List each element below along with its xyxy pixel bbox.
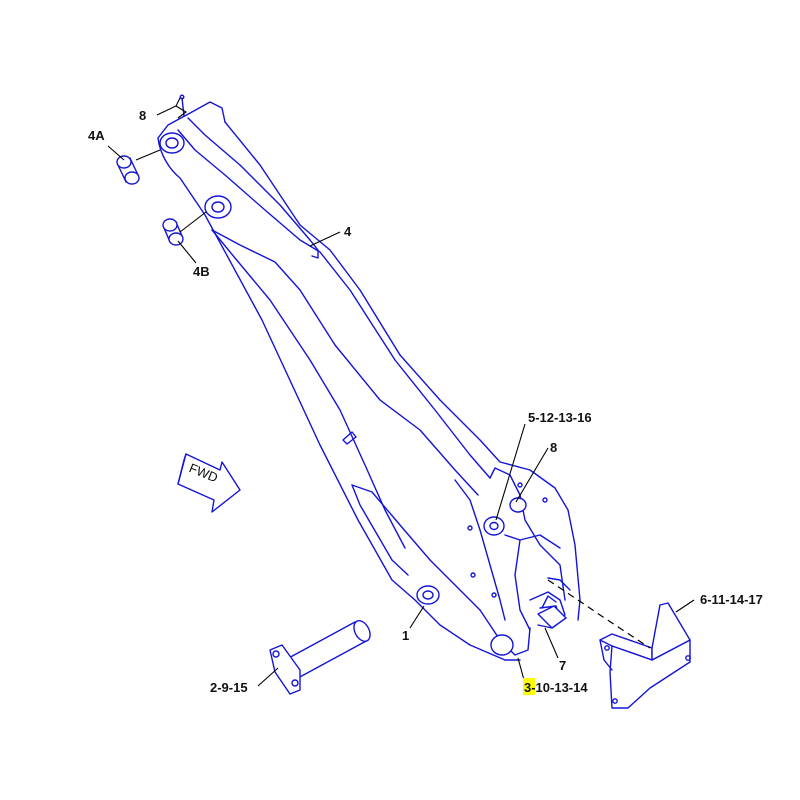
bracket-7: [537, 595, 567, 629]
pivot-pin: [269, 620, 371, 695]
callout-7: 7: [559, 658, 566, 673]
pin-bore-8: [509, 497, 527, 513]
fwd-arrow: FWD: [177, 453, 241, 513]
callout-5-12-13-16: 5-12-13-16: [528, 410, 592, 425]
grease-fitting-top: [179, 94, 185, 117]
callout-3-10-13-14: 3-10-13-14: [524, 680, 588, 695]
bushing-4a: [116, 155, 140, 185]
callout-4b: 4B: [193, 264, 210, 279]
callout-2-9-15: 2-9-15: [210, 680, 248, 695]
callout-6-11-14-17: 6-11-14-17: [700, 592, 763, 607]
callout-1: 1: [402, 628, 409, 643]
guard-6: [599, 602, 691, 709]
top-pivot-bore: [159, 132, 185, 154]
bottom-pivot-bore: [416, 585, 440, 605]
leader-lines: [107, 97, 695, 687]
mid-pivot-bore: [204, 195, 232, 219]
callout-3-highlight: [523, 678, 535, 695]
callout-8-mid: 8: [550, 440, 557, 455]
assembly-line: [547, 579, 651, 649]
callout-4a: 4A: [88, 128, 105, 143]
pin-bore-5: [483, 516, 505, 536]
callout-8-top: 8: [139, 108, 146, 123]
callout-4: 4: [344, 224, 352, 239]
boom-arm: [157, 101, 581, 661]
foot-bore: [490, 634, 514, 656]
